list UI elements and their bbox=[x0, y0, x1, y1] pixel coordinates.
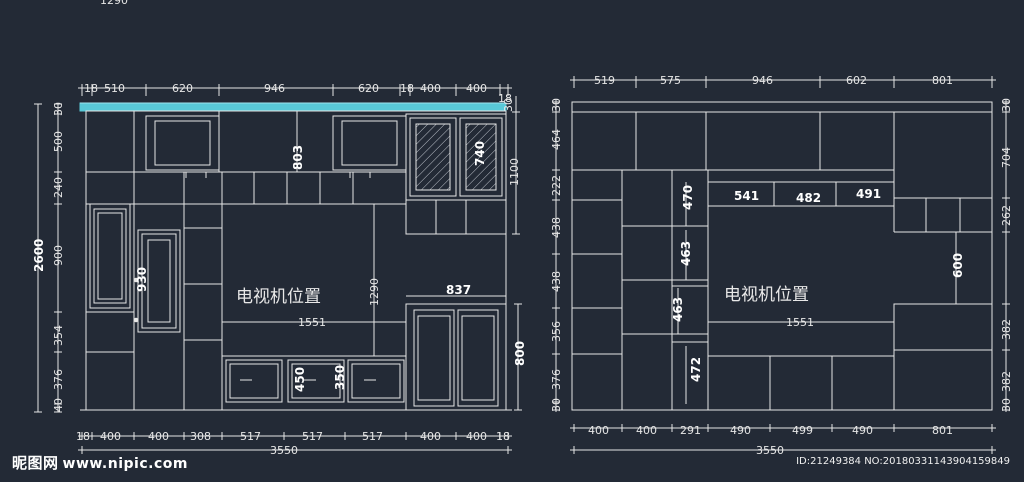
dim-label: 801 bbox=[932, 74, 953, 87]
dim-label: 438 bbox=[550, 271, 563, 292]
dim-label: 491 bbox=[856, 187, 881, 201]
dim-label: 450 bbox=[293, 367, 307, 392]
dim-label: 382 bbox=[1000, 371, 1013, 392]
total-width-label: 3550 bbox=[756, 444, 784, 457]
dim-label: 1551 bbox=[786, 316, 814, 329]
right-bottom-dimension-labels: 400 400 291 490 499 490 801 3550 bbox=[588, 424, 953, 457]
dim-label: 400 bbox=[588, 424, 609, 437]
dim-label: 541 bbox=[734, 189, 759, 203]
right-vertical-dimension-labels: 30 464 222 438 438 356 376 30 30 704 262… bbox=[550, 98, 1013, 412]
tv-position-label: 电视机位置 bbox=[724, 285, 809, 305]
dim-label: 40 bbox=[52, 398, 65, 412]
dim-label: 18 bbox=[496, 430, 510, 443]
dim-label: 499 bbox=[792, 424, 813, 437]
dim-label: 400 bbox=[420, 82, 441, 95]
dim-label: 517 bbox=[302, 430, 323, 443]
right-inner-dimension-labels: 470 541 482 491 463 463 472 600 1551 bbox=[671, 185, 965, 382]
left-top-dimension-labels: 18 510 620 946 620 18 400 400 18 bbox=[84, 82, 512, 105]
left-inner-dimension-labels: 803 740 930 1290 1551 837 450 350 30 110… bbox=[135, 98, 527, 392]
dim-label: 620 bbox=[172, 82, 193, 95]
dim-label: 376 bbox=[550, 369, 563, 390]
dim-label: 262 bbox=[1000, 205, 1013, 226]
dim-label: 620 bbox=[358, 82, 379, 95]
image-id-label: ID:21249384 NO:20180331143904159849 bbox=[796, 456, 1010, 467]
dim-label: 801 bbox=[932, 424, 953, 437]
dim-label: 463 bbox=[671, 297, 685, 322]
dim-label: 490 bbox=[730, 424, 751, 437]
dim-label: 30 bbox=[1000, 398, 1013, 412]
left-elevation bbox=[34, 84, 522, 454]
dim-label: 18 bbox=[498, 92, 512, 105]
dim-label: 354 bbox=[52, 325, 65, 346]
dim-label: 438 bbox=[550, 217, 563, 238]
dim-label: 30 bbox=[502, 98, 515, 112]
dim-label: 400 bbox=[420, 430, 441, 443]
dim-label: 222 bbox=[550, 175, 563, 196]
dim-label: 704 bbox=[1000, 147, 1013, 168]
dim-label: 18 bbox=[400, 82, 414, 95]
dim-label: 1290 bbox=[368, 278, 381, 306]
right-elevation bbox=[552, 76, 1010, 454]
dim-label: 519 bbox=[594, 74, 615, 87]
dim-label: 930 bbox=[135, 267, 149, 292]
dim-label: 30 bbox=[550, 98, 563, 112]
dim-label: 517 bbox=[362, 430, 383, 443]
dim-label: 18 bbox=[76, 430, 90, 443]
dim-label: 740 bbox=[473, 141, 487, 166]
dim-label: 18 bbox=[84, 82, 98, 95]
dim-label: 517 bbox=[240, 430, 261, 443]
dim-label: 946 bbox=[264, 82, 285, 95]
left-top-ticks bbox=[81, 84, 509, 96]
total-width-label: 3550 bbox=[270, 444, 298, 457]
dim-label: 800 bbox=[513, 341, 527, 366]
dim-label: 575 bbox=[660, 74, 681, 87]
dim-label: 900 bbox=[52, 245, 65, 266]
watermark-url: www.nipic.com bbox=[62, 456, 188, 472]
dim-label: 946 bbox=[752, 74, 773, 87]
left-bottom-dimension-labels: 18 400 400 308 517 517 517 400 400 18 35… bbox=[76, 430, 510, 457]
dim-label: 400 bbox=[100, 430, 121, 443]
total-height-label: 2600 bbox=[32, 239, 46, 272]
dim-label: 463 bbox=[679, 241, 693, 266]
left-vertical-dimension-labels: 30 500 240 900 354 376 40 2600 bbox=[32, 102, 65, 412]
dim-label: 490 bbox=[852, 424, 873, 437]
tv-position-label: 电视机位置 bbox=[236, 287, 321, 307]
dim-label: 400 bbox=[148, 430, 169, 443]
dim-label: 30 bbox=[52, 102, 65, 116]
dim-label: 803 bbox=[291, 145, 305, 170]
watermark-brand: 昵图网 bbox=[12, 454, 59, 472]
dim-label: 464 bbox=[550, 129, 563, 150]
dim-label: 400 bbox=[466, 430, 487, 443]
dim-label: 356 bbox=[550, 321, 563, 342]
dim-label: 470 bbox=[681, 185, 695, 210]
dim-label: 291 bbox=[680, 424, 701, 437]
right-top-dimension-labels: 519 575 946 602 801 bbox=[594, 74, 953, 87]
cut-dimension-label: 1290 bbox=[100, 0, 128, 7]
dim-label: 602 bbox=[846, 74, 867, 87]
dim-label: 1100 bbox=[508, 158, 521, 186]
dim-label: 510 bbox=[104, 82, 125, 95]
crown-molding bbox=[79, 102, 507, 112]
dim-label: 240 bbox=[52, 177, 65, 198]
dim-label: 350 bbox=[333, 365, 347, 390]
dim-label: 837 bbox=[446, 283, 471, 297]
dim-label: 376 bbox=[52, 369, 65, 390]
dim-label: 30 bbox=[1000, 98, 1013, 112]
dim-label: 500 bbox=[52, 131, 65, 152]
dim-label: 600 bbox=[951, 253, 965, 278]
dim-label: 400 bbox=[636, 424, 657, 437]
dim-label: 472 bbox=[689, 357, 703, 382]
dim-label: 482 bbox=[796, 191, 821, 205]
dim-label: 1551 bbox=[298, 316, 326, 329]
dim-label: 308 bbox=[190, 430, 211, 443]
dim-label: 382 bbox=[1000, 319, 1013, 340]
dim-label: 30 bbox=[550, 398, 563, 412]
dim-label: 400 bbox=[466, 82, 487, 95]
